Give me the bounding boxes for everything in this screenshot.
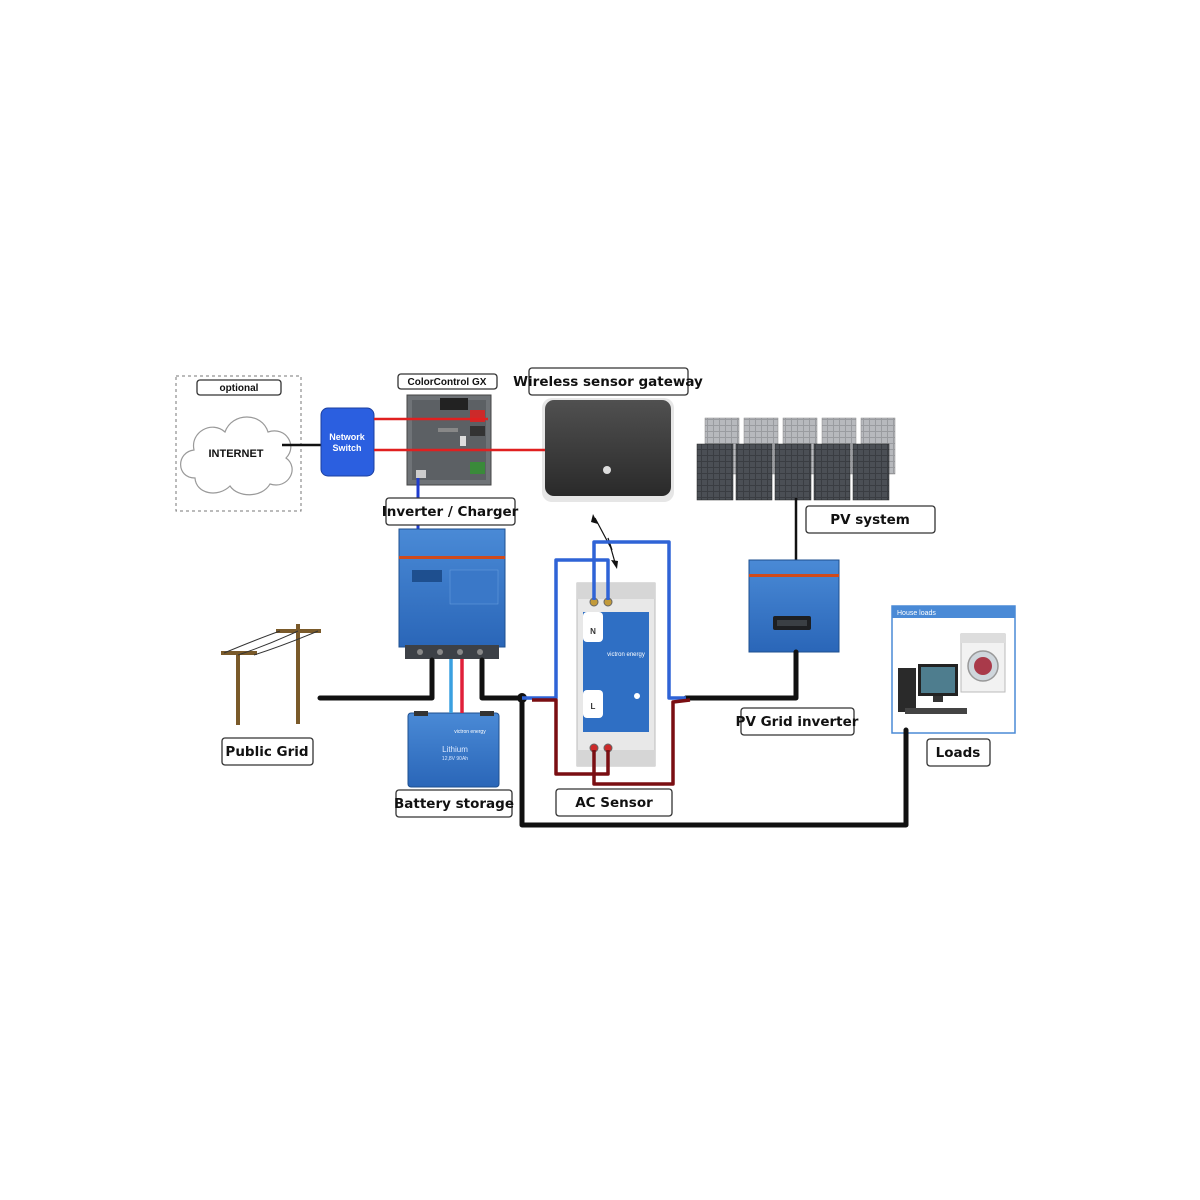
wireless-gateway-label-box [528, 367, 689, 396]
ac-sensor-label: AC Sensor [575, 795, 653, 811]
computer-icon [898, 664, 967, 714]
internet-group: optional INTERNET [175, 375, 302, 512]
house-loads: House loads Loads [891, 605, 1016, 767]
battery-storage: victron energy Lithium 12,8V 90Ah Batter… [394, 711, 514, 818]
inverter-charger-label-box [385, 497, 516, 526]
pv-ac-cable [683, 649, 799, 701]
pv-grid-inverter-label: PV Grid inverter [736, 714, 859, 730]
colorcontrol-label: ColorControl GX [408, 377, 487, 388]
pv-system-label: PV system [830, 512, 910, 528]
battery-storage-label: Battery storage [394, 796, 514, 812]
internet-label: INTERNET [209, 448, 264, 460]
optional-dashed-frame [175, 375, 302, 512]
public-grid-label-box [221, 737, 314, 766]
ac-sensor: N L victron energy AC Sensor [555, 582, 673, 817]
ac-sensor-label-box [555, 788, 673, 817]
sensor-n-label: N [590, 627, 596, 636]
battery-chemistry: Lithium [442, 745, 468, 754]
battery-spec: 12,8V 90Ah [442, 756, 468, 762]
public-grid-label: Public Grid [225, 744, 308, 760]
live-cable-right [592, 698, 691, 786]
cloud-icon [180, 416, 293, 496]
network-switch-label-line1: Network [329, 432, 366, 442]
power-pole-icon [221, 624, 321, 725]
wireless-signal-icon [591, 514, 618, 569]
pv-system-panels: PV system [696, 417, 936, 534]
battery-storage-label-box [395, 789, 513, 818]
pv-grid-inverter: PV Grid inverter [736, 559, 859, 736]
house-loads-title: House loads [897, 610, 936, 617]
network-switch: Network Switch [320, 407, 375, 477]
ac-out-cable [479, 657, 525, 701]
gateway-led-icon [603, 466, 611, 474]
optional-label: optional [220, 383, 259, 394]
inverter-charger: Inverter / Charger [382, 497, 519, 659]
loads-label: Loads [936, 745, 981, 761]
optional-label-box [196, 379, 282, 396]
network-switch-label-line2: Switch [332, 443, 361, 453]
pv-grid-inverter-label-box [740, 707, 855, 736]
sensor-brand: victron energy [607, 652, 645, 658]
colorcontrol-label-box [397, 373, 498, 390]
public-grid: Public Grid [221, 624, 321, 766]
battery-brand: victron energy [454, 729, 486, 735]
loads-cable [519, 695, 909, 828]
solar-panel-icon [696, 417, 896, 501]
neutral-cable-left [522, 558, 610, 700]
colorcontrol-gx: ColorControl GX [397, 373, 498, 486]
sensor-l-label: L [591, 702, 596, 711]
live-cable-left [532, 698, 610, 776]
wireless-sensor-gateway: Wireless sensor gateway [513, 367, 703, 502]
loads-label-box [926, 738, 991, 767]
pv-system-label-box [805, 505, 936, 534]
wireless-gateway-label: Wireless sensor gateway [513, 374, 703, 390]
neutral-cable-right [592, 540, 686, 700]
inverter-charger-label: Inverter / Charger [382, 504, 519, 520]
washing-machine-icon [960, 633, 1006, 693]
ac-in-cable [317, 657, 435, 701]
